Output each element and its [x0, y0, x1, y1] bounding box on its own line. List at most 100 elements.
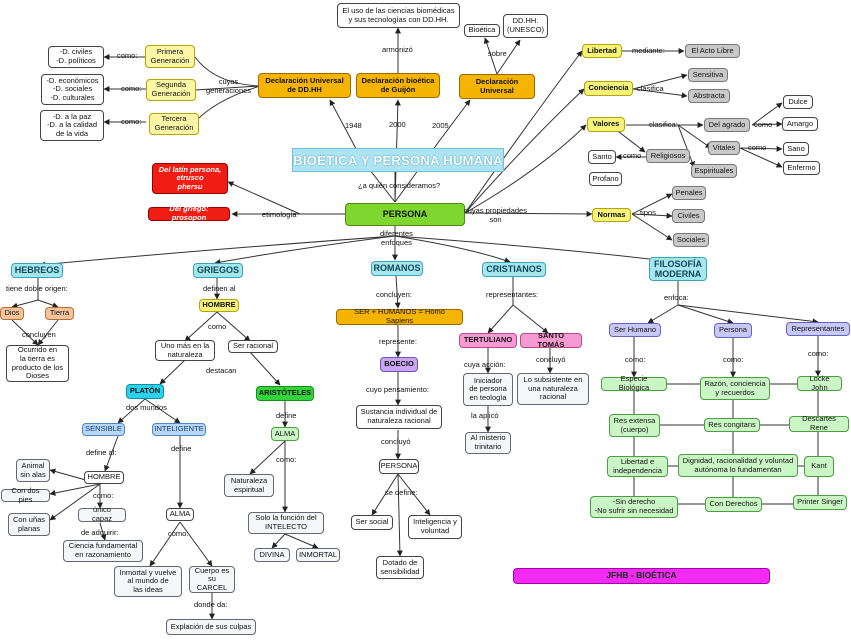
- node-ocurrido[interactable]: Ocurrido en la tierra es producto de los…: [6, 345, 69, 382]
- node-segunda-generacion[interactable]: Segunda Generación: [146, 79, 196, 101]
- node-ddhh-unesco[interactable]: DD.HH. (UNESCO): [503, 14, 548, 38]
- node-animal-sin-alas[interactable]: Animal sin alas: [16, 459, 50, 482]
- label-como-1: como:: [117, 51, 138, 60]
- node-inmortal-aristoteles[interactable]: INMORTAL: [296, 548, 340, 562]
- node-razon-conciencia[interactable]: Razón, conciencia y recuerdos: [700, 377, 770, 400]
- node-alma-platon[interactable]: ALMA: [166, 508, 194, 521]
- node-locke[interactable]: Locke John: [797, 374, 842, 391]
- node-vitales[interactable]: Vitales: [708, 141, 740, 155]
- node-persona[interactable]: PERSONA: [345, 203, 465, 226]
- node-declaracion-universal[interactable]: Declaración Universal: [459, 74, 535, 99]
- node-latin[interactable]: Del latín persona, etrusco phersu: [152, 163, 228, 194]
- node-ser-humano[interactable]: Ser Humano: [609, 323, 661, 337]
- node-santo[interactable]: Santo: [588, 150, 616, 164]
- node-sensible[interactable]: SENSIBLE: [82, 423, 125, 436]
- node-valores[interactable]: Valores: [587, 117, 625, 132]
- node-tierra[interactable]: Tierra: [45, 307, 74, 320]
- node-hombre-griegos[interactable]: HOMBRE: [199, 299, 239, 312]
- node-normas[interactable]: Normas: [592, 208, 631, 222]
- node-boecio[interactable]: BOECIO: [380, 357, 418, 372]
- label-concluyo-romanos: concluyó: [381, 437, 411, 446]
- node-ser-humanos[interactable]: SER + HUMANOS = Homo Sapiens: [336, 308, 463, 325]
- node-naturaleza-espiritual[interactable]: Naturaleza espiritual: [224, 474, 274, 497]
- node-acto-libre[interactable]: El Acto Libre: [685, 44, 740, 58]
- node-declaracion-ddhh[interactable]: Declaración Universal de DD.HH: [258, 73, 351, 98]
- node-santo-tomas[interactable]: SANTO TOMÁS: [520, 331, 582, 348]
- label-define-al: define al:: [86, 448, 117, 457]
- node-solo-funcion[interactable]: Solo la función del INTELECTO: [248, 512, 324, 534]
- node-alma-aristoteles[interactable]: ALMA: [271, 427, 299, 441]
- node-sano[interactable]: Sano: [783, 142, 809, 156]
- node-bioetica[interactable]: Bioética: [464, 24, 500, 37]
- node-sociales[interactable]: Sociales: [673, 233, 709, 247]
- node-civiles[interactable]: -D. civiles -D. políticos: [48, 46, 104, 68]
- node-libertad[interactable]: Libertad: [582, 44, 622, 58]
- node-hebreos[interactable]: HEBREOS: [11, 263, 63, 278]
- node-penales[interactable]: Penales: [672, 186, 706, 200]
- node-tercera-generacion[interactable]: Tercera Generación: [149, 113, 199, 135]
- node-res-cogitans[interactable]: Res congitans: [704, 418, 760, 432]
- node-dios[interactable]: Dios: [0, 307, 24, 320]
- node-res-extensa[interactable]: Res extensa (cuerpo): [609, 414, 660, 437]
- node-kant[interactable]: Kant: [804, 456, 834, 477]
- node-uno-mas[interactable]: Uno más en la naturaleza: [155, 340, 215, 361]
- node-divina[interactable]: DIVINA: [254, 548, 290, 562]
- label-cuyas-generaciones: cuyas generaciones: [206, 77, 252, 95]
- node-persona-filosofia[interactable]: Persona: [714, 323, 752, 338]
- node-filosofia-moderna[interactable]: FILOSOFÍA MODERNA: [649, 257, 707, 281]
- node-platon[interactable]: PLATÓN: [126, 384, 164, 399]
- label-como-hombre: como:: [93, 491, 114, 500]
- node-especie-biologica[interactable]: Especie Biológica: [601, 375, 667, 392]
- node-dotado-sensibilidad[interactable]: Dotado de sensibilidad: [376, 556, 424, 579]
- node-cristianos[interactable]: CRISTIANOS: [482, 262, 546, 277]
- node-unico-capaz[interactable]: único capaz: [78, 506, 126, 523]
- node-printer-singer[interactable]: Printer Singer: [793, 495, 847, 510]
- node-enfermo[interactable]: Enfermo: [783, 161, 820, 175]
- node-hombre-platon[interactable]: HOMBRE: [84, 471, 124, 484]
- node-explacion[interactable]: Explación de sus culpas: [166, 619, 256, 635]
- node-dulce[interactable]: Dulce: [783, 95, 813, 109]
- label-represente: represente:: [379, 337, 417, 346]
- node-espirituales[interactable]: Espirituales: [691, 164, 737, 178]
- node-griegos[interactable]: GRIEGOS: [193, 263, 243, 278]
- node-sin-derecho[interactable]: -Sin derecho -No sufrir sin necesidad: [590, 496, 678, 518]
- node-abstracta[interactable]: Abstracta: [688, 89, 730, 103]
- node-amargo[interactable]: Amargo: [782, 117, 818, 131]
- node-aristoteles[interactable]: ARISTÓTELES: [256, 386, 314, 401]
- node-uso-ciencias[interactable]: El uso de las ciencias biomédicas y sus …: [337, 3, 460, 28]
- node-tertuliano[interactable]: TERTULIANO: [459, 333, 517, 348]
- node-inmortal-vuelve[interactable]: Inmortal y vuelve al mundo de las ideas: [114, 566, 182, 597]
- node-con-dos-pies[interactable]: Con dos pies: [1, 486, 50, 503]
- node-con-derechos[interactable]: Con Derechos: [705, 497, 762, 512]
- node-representantes-filosofia[interactable]: Representantes: [786, 322, 850, 336]
- node-dignidad[interactable]: Dignidad, racionalidad y voluntad autóno…: [678, 454, 798, 477]
- node-cuerpo-carcel[interactable]: Cuerpo es su CARCEL: [189, 566, 235, 593]
- node-paz[interactable]: -D. a la paz -D. a la calidad de la vida: [40, 110, 104, 141]
- node-ser-social[interactable]: Ser social: [351, 515, 393, 530]
- node-sensitiva[interactable]: Sensitiva: [688, 68, 728, 82]
- node-declaracion-guijon[interactable]: Declaración bioética de Guijón: [356, 73, 440, 98]
- node-iniciador[interactable]: Iniciador de persona en teología: [463, 373, 513, 406]
- node-con-unas-planas[interactable]: Con uñas planas: [8, 513, 50, 536]
- node-civiles-normas[interactable]: Civiles: [672, 209, 705, 223]
- node-ciencia-fundamental[interactable]: Ciencia fundamental en razonamiento: [63, 540, 143, 562]
- node-persona-romanos[interactable]: PERSONA: [379, 459, 419, 474]
- node-descartes[interactable]: Descartes Rene: [789, 415, 849, 432]
- node-inteligencia-voluntad[interactable]: Inteligencia y voluntad: [408, 515, 462, 539]
- node-misterio-trinitario[interactable]: Al misterio trinitario: [465, 432, 511, 454]
- node-libertad-independencia[interactable]: Libertad e independencia: [607, 456, 668, 477]
- node-subsistente[interactable]: Lo subsistente en una naturaleza raciona…: [517, 373, 589, 405]
- node-religiosos[interactable]: Religiosos: [646, 149, 690, 163]
- node-profano[interactable]: Profano: [589, 172, 622, 186]
- node-economicos[interactable]: -D. económicos -D. sociales -D. cultural…: [41, 74, 104, 105]
- node-romanos[interactable]: ROMANOS: [371, 261, 423, 276]
- node-primera-generacion[interactable]: Primera Generación: [145, 45, 195, 68]
- node-ser-racional[interactable]: Ser racional: [228, 340, 278, 353]
- node-del-agrado[interactable]: Del agrado: [704, 118, 750, 132]
- label-como-3: como:: [121, 117, 142, 126]
- node-inteligente[interactable]: INTELIGENTE: [152, 423, 206, 436]
- node-sustancia-individual[interactable]: Sustancia individual de naturaleza racio…: [356, 405, 442, 429]
- node-griego[interactable]: Del griego: prosopon: [148, 205, 230, 222]
- node-conciencia[interactable]: Conciencia: [584, 81, 633, 96]
